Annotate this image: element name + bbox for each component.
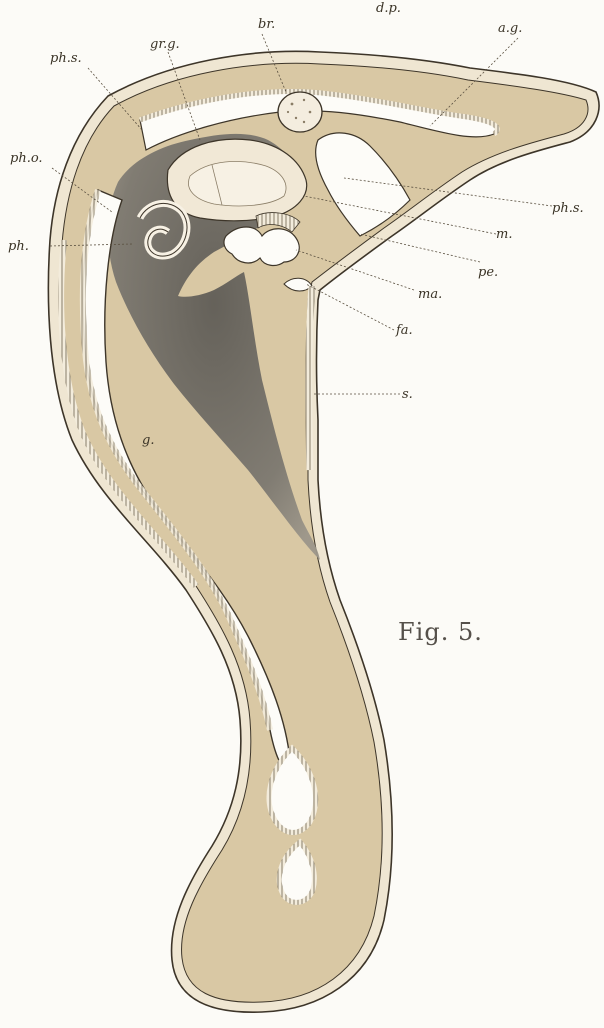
label-pho: ph.o.: [10, 152, 43, 165]
round-organ: [278, 92, 322, 132]
label-phs-right: ph.s.: [552, 202, 584, 215]
label-m: m.: [496, 228, 512, 241]
label-ph: ph.: [8, 240, 29, 253]
brain-inner: [188, 161, 286, 206]
body-wall-right: [309, 286, 312, 470]
label-grg: gr.g.: [150, 38, 180, 51]
label-phs-left: ph.s.: [50, 52, 82, 65]
label-g: g.: [142, 434, 154, 447]
label-s: s.: [402, 388, 413, 401]
figure-caption: Fig. 5.: [398, 618, 483, 646]
label-pe: pe.: [478, 266, 498, 279]
label-fa: fa.: [396, 324, 413, 337]
label-dp: d.p.: [376, 2, 401, 15]
label-br: br.: [258, 18, 275, 31]
label-ma: ma.: [418, 288, 442, 301]
label-ag: a.g.: [498, 22, 522, 35]
